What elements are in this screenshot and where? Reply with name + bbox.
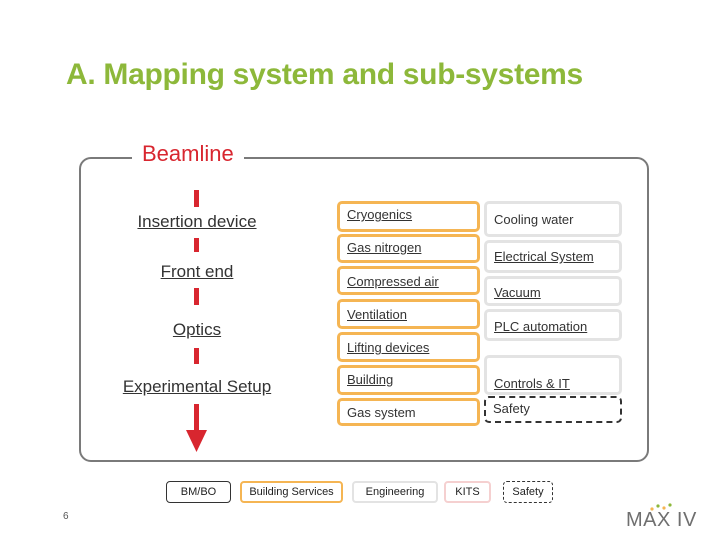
beamline-label: Beamline bbox=[132, 141, 244, 167]
box-gas-nitrogen: Gas nitrogen bbox=[337, 234, 480, 263]
label-compressed-air: Compressed air bbox=[347, 274, 439, 289]
box-building: Building bbox=[337, 365, 480, 395]
label-vacuum: Vacuum bbox=[494, 285, 541, 300]
beam-segment-4 bbox=[194, 348, 199, 364]
beamline-frame bbox=[79, 157, 649, 462]
legend-engineering: Engineering bbox=[352, 481, 438, 503]
beam-arrow-shaft bbox=[194, 404, 199, 432]
beam-arrow-head-icon bbox=[186, 430, 207, 452]
box-cryogenics: Cryogenics bbox=[337, 201, 480, 232]
label-cryogenics: Cryogenics bbox=[347, 207, 413, 222]
legend-building-services: Building Services bbox=[240, 481, 343, 503]
stage-optics: Optics bbox=[172, 320, 222, 339]
max-iv-logo-icon: MAX IV bbox=[626, 503, 697, 530]
box-compressed-air: Compressed air bbox=[337, 266, 480, 295]
label-safety: Safety bbox=[493, 401, 530, 416]
label-electrical-system: Electrical System bbox=[494, 249, 594, 264]
slide-title: A. Mapping system and sub-systems bbox=[66, 58, 583, 91]
box-ventilation: Ventilation bbox=[337, 299, 480, 329]
label-plc-automation: PLC automation bbox=[494, 319, 588, 334]
box-cooling-water: Cooling water bbox=[484, 201, 622, 237]
legend-safety: Safety bbox=[503, 481, 553, 503]
label-lifting-devices: Lifting devices bbox=[347, 340, 430, 355]
label-gas-system: Gas system bbox=[347, 405, 416, 420]
beam-segment-3 bbox=[194, 288, 199, 305]
logo-text: MAX IV bbox=[626, 509, 697, 530]
box-electrical-system: Electrical System bbox=[484, 240, 622, 273]
box-lifting-devices: Lifting devices bbox=[337, 332, 480, 362]
box-controls-it: Controls & IT bbox=[484, 355, 622, 395]
label-controls-it: Controls & IT bbox=[494, 376, 570, 391]
page-number: 6 bbox=[63, 511, 69, 522]
stage-front-end: Front end bbox=[160, 262, 234, 281]
label-cooling-water: Cooling water bbox=[494, 212, 574, 227]
stage-experimental-setup: Experimental Setup bbox=[122, 377, 272, 396]
label-ventilation: Ventilation bbox=[347, 307, 407, 322]
legend-bm-bo: BM/BO bbox=[166, 481, 231, 503]
stage-insertion-device: Insertion device bbox=[137, 212, 257, 231]
label-gas-nitrogen: Gas nitrogen bbox=[347, 240, 422, 255]
legend-kits: KITS bbox=[444, 481, 491, 503]
box-safety: Safety bbox=[484, 396, 622, 423]
beam-segment-2 bbox=[194, 238, 199, 252]
box-gas-system: Gas system bbox=[337, 398, 480, 426]
box-plc-automation: PLC automation bbox=[484, 309, 622, 341]
label-building: Building bbox=[347, 372, 394, 387]
beam-segment-1 bbox=[194, 190, 199, 207]
box-vacuum: Vacuum bbox=[484, 276, 622, 306]
